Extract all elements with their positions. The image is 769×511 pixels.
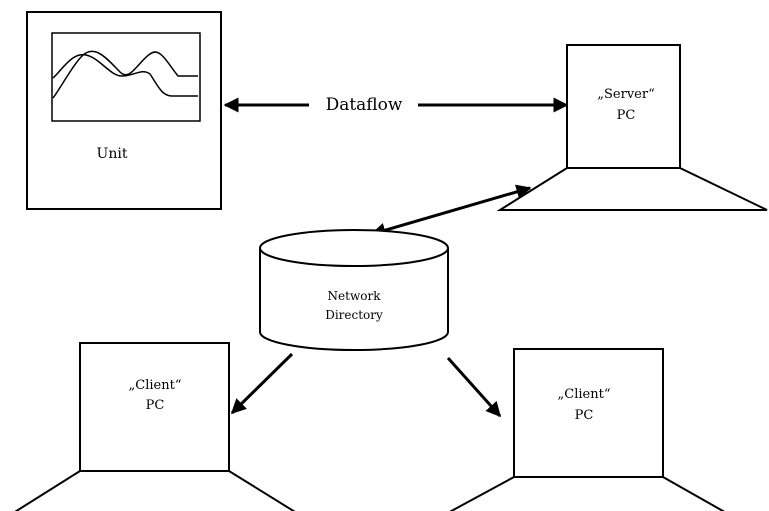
directory-to-client-left-arrow (230, 352, 294, 415)
client-right-label-line2: PC (575, 408, 594, 423)
server-monitor (566, 44, 681, 169)
dataflow-connection: Dataflow (223, 95, 569, 115)
directory-to-client-right-arrow (446, 356, 502, 418)
cylinder-top (259, 229, 449, 267)
client-left-label-line1: „Client“ (129, 378, 182, 393)
network-directory-label-line1: Network (328, 289, 382, 303)
network-directory-cylinder: Network Directory (259, 229, 449, 351)
unit-device: Unit (26, 11, 222, 210)
cylinder-body (259, 248, 449, 351)
dataflow-label: Dataflow (326, 95, 403, 115)
unit-graph-curve-2 (52, 54, 198, 97)
client-left-monitor (79, 342, 230, 472)
network-directory-label-line2: Directory (325, 308, 383, 322)
server-keyboard-base (496, 167, 768, 211)
client-left-label-line2: PC (146, 398, 165, 413)
client-right-keyboard-base (449, 476, 725, 511)
server-label-line2: PC (617, 108, 636, 123)
client-pc-right: „Client“ PC (449, 348, 725, 511)
client-pc-left: „Client“ PC (14, 342, 296, 511)
server-label-line1: „Server“ (597, 87, 654, 102)
server-pc: „Server“ PC (496, 44, 768, 211)
unit-graph-curve-1 (52, 50, 198, 99)
client-right-label-line1: „Client“ (558, 387, 611, 402)
unit-graph-frame (51, 32, 201, 122)
client-left-keyboard-base (14, 470, 296, 511)
server-directory-arrow (370, 184, 532, 238)
unit-label: Unit (97, 146, 128, 162)
unit-device-frame (26, 11, 222, 210)
